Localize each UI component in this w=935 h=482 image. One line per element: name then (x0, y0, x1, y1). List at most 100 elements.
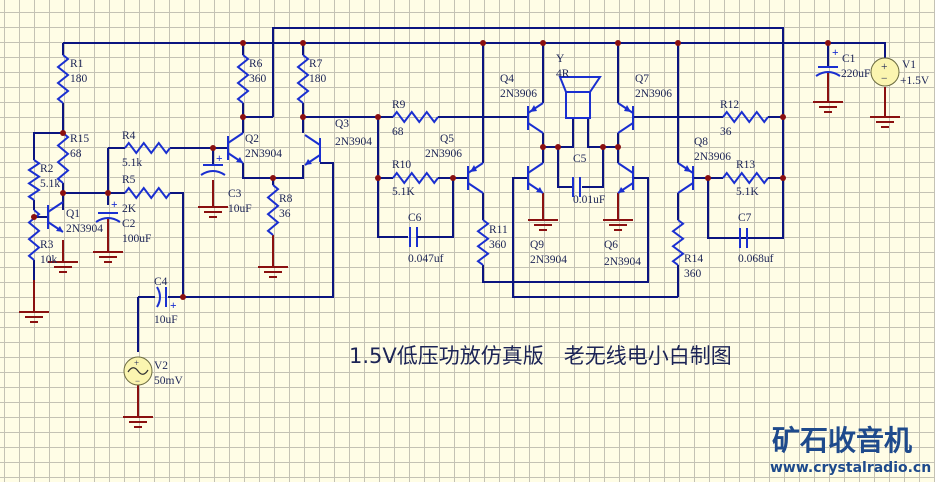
resistor-R10[interactable] (392, 171, 439, 185)
junction-dot (480, 40, 486, 46)
resistor-R3[interactable] (27, 209, 41, 261)
transistor-Q6[interactable] (617, 162, 634, 194)
voltage-source-V1[interactable]: + − (870, 57, 900, 87)
label-C5-ref: C5 (573, 153, 587, 165)
junction-dot (210, 145, 216, 151)
junction-dot (375, 175, 381, 181)
transistor-Q7[interactable] (617, 102, 634, 134)
resistors (27, 54, 769, 266)
resistor-R7[interactable] (296, 54, 310, 104)
label-R5-value: 2K (122, 203, 137, 215)
transistors (47, 102, 694, 233)
transistor-Q2[interactable] (227, 132, 244, 164)
label-C4-ref: C4 (154, 276, 168, 288)
label-Q2-value: 2N3904 (245, 148, 282, 160)
ground-icon (93, 251, 123, 263)
ground-icon (48, 261, 78, 273)
label-R7-ref: R7 (309, 58, 323, 70)
resistor-R11[interactable] (476, 219, 490, 266)
ground-icon (19, 311, 49, 323)
label-Q5-value: 2N3906 (425, 148, 462, 160)
junction-dots (31, 40, 831, 300)
ground-wires (33, 85, 886, 417)
resistor-R14[interactable] (671, 219, 685, 266)
resistor-R13[interactable] (722, 171, 769, 185)
label-R7-value: 180 (309, 73, 327, 85)
logo-name: 矿石收音机 (772, 424, 912, 457)
minus-sign: − (881, 73, 888, 85)
label-R3-value: 10k (40, 254, 58, 266)
capacitor-C2[interactable]: + (95, 199, 121, 235)
junction-dot (60, 190, 66, 196)
resistor-R1[interactable] (56, 54, 70, 104)
label-R4-value: 5.1k (122, 157, 142, 169)
ground-symbols (19, 101, 900, 428)
label-R8-value: 36 (279, 208, 291, 220)
transistor-Q9[interactable] (527, 162, 544, 194)
junction-dot (300, 114, 306, 120)
voltage-source-V2[interactable]: + − (123, 356, 153, 386)
label-R2-value: 5.1k (40, 178, 60, 190)
label-V2-value: 50mV (154, 375, 183, 387)
resistor-R2[interactable] (27, 159, 41, 201)
label-Q9-value: 2N3904 (530, 254, 567, 266)
label-R12-value: 36 (720, 126, 732, 138)
capacitor-plus-sign: + (832, 47, 839, 59)
ground-icon (123, 416, 153, 428)
capacitor-C4[interactable]: + (156, 286, 177, 312)
transistor-Q3[interactable] (304, 134, 321, 166)
speaker-Y[interactable] (558, 76, 602, 119)
label-C2-ref: C2 (122, 218, 136, 230)
label-Q4-ref: Q4 (500, 73, 514, 85)
capacitor-C1[interactable]: + (815, 47, 841, 85)
capacitor-C5[interactable] (572, 177, 581, 197)
plus-sign: + (881, 61, 888, 73)
junction-dot (705, 175, 711, 181)
label-R6-value: 360 (249, 73, 267, 85)
capacitor-C7[interactable] (739, 228, 748, 248)
transistor-Q1[interactable] (47, 201, 64, 233)
transistor-Q4[interactable] (527, 102, 544, 134)
junction-dot (300, 40, 306, 46)
label-R13-ref: R13 (736, 159, 755, 171)
label-R11-value: 360 (489, 239, 507, 251)
resistor-R6[interactable] (236, 54, 250, 104)
label-R2-ref: R2 (40, 163, 54, 175)
junction-dot (31, 214, 37, 220)
junction-dot (180, 294, 186, 300)
label-R15-value: 68 (70, 148, 82, 160)
label-C5-value: 0.01uF (573, 194, 605, 206)
junction-dot (675, 40, 681, 46)
label-Q5-ref: Q5 (440, 133, 454, 145)
label-R14-ref: R14 (684, 253, 703, 265)
transistor-Q8[interactable] (677, 162, 694, 194)
label-R1-ref: R1 (70, 58, 84, 70)
label-C3-value: 10uF (228, 203, 252, 215)
label-R12-ref: R12 (720, 99, 739, 111)
supply-rail (63, 42, 886, 57)
capacitor-C6[interactable] (409, 227, 425, 247)
logo-url[interactable]: www.crystalradio.cn (770, 460, 931, 476)
capacitor-C3[interactable]: + (200, 148, 226, 176)
junction-dot (270, 175, 276, 181)
label-Q2-ref: Q2 (245, 133, 259, 145)
resistor-R15[interactable] (56, 132, 70, 184)
label-C2-value: 100uF (122, 233, 151, 245)
resistor-R9[interactable] (392, 110, 439, 124)
label-C7-value: 0.068uf (738, 253, 774, 265)
resistor-R8[interactable] (266, 184, 280, 236)
resistor-R4[interactable] (124, 141, 171, 155)
resistor-R5[interactable] (124, 186, 171, 200)
transistor-Q5[interactable] (467, 162, 484, 194)
label-R4-ref: R4 (122, 130, 136, 142)
label-C4-value: 10uF (154, 314, 178, 326)
capacitor-plus-sign: + (170, 300, 177, 312)
junction-dot (60, 130, 66, 136)
label-R5-ref: R5 (122, 174, 136, 186)
label-R8-ref: R8 (279, 193, 293, 205)
resistor-R12[interactable] (722, 110, 769, 124)
junction-dot (540, 144, 546, 150)
label-R6-ref: R6 (249, 58, 263, 70)
ground-icon (258, 266, 288, 278)
